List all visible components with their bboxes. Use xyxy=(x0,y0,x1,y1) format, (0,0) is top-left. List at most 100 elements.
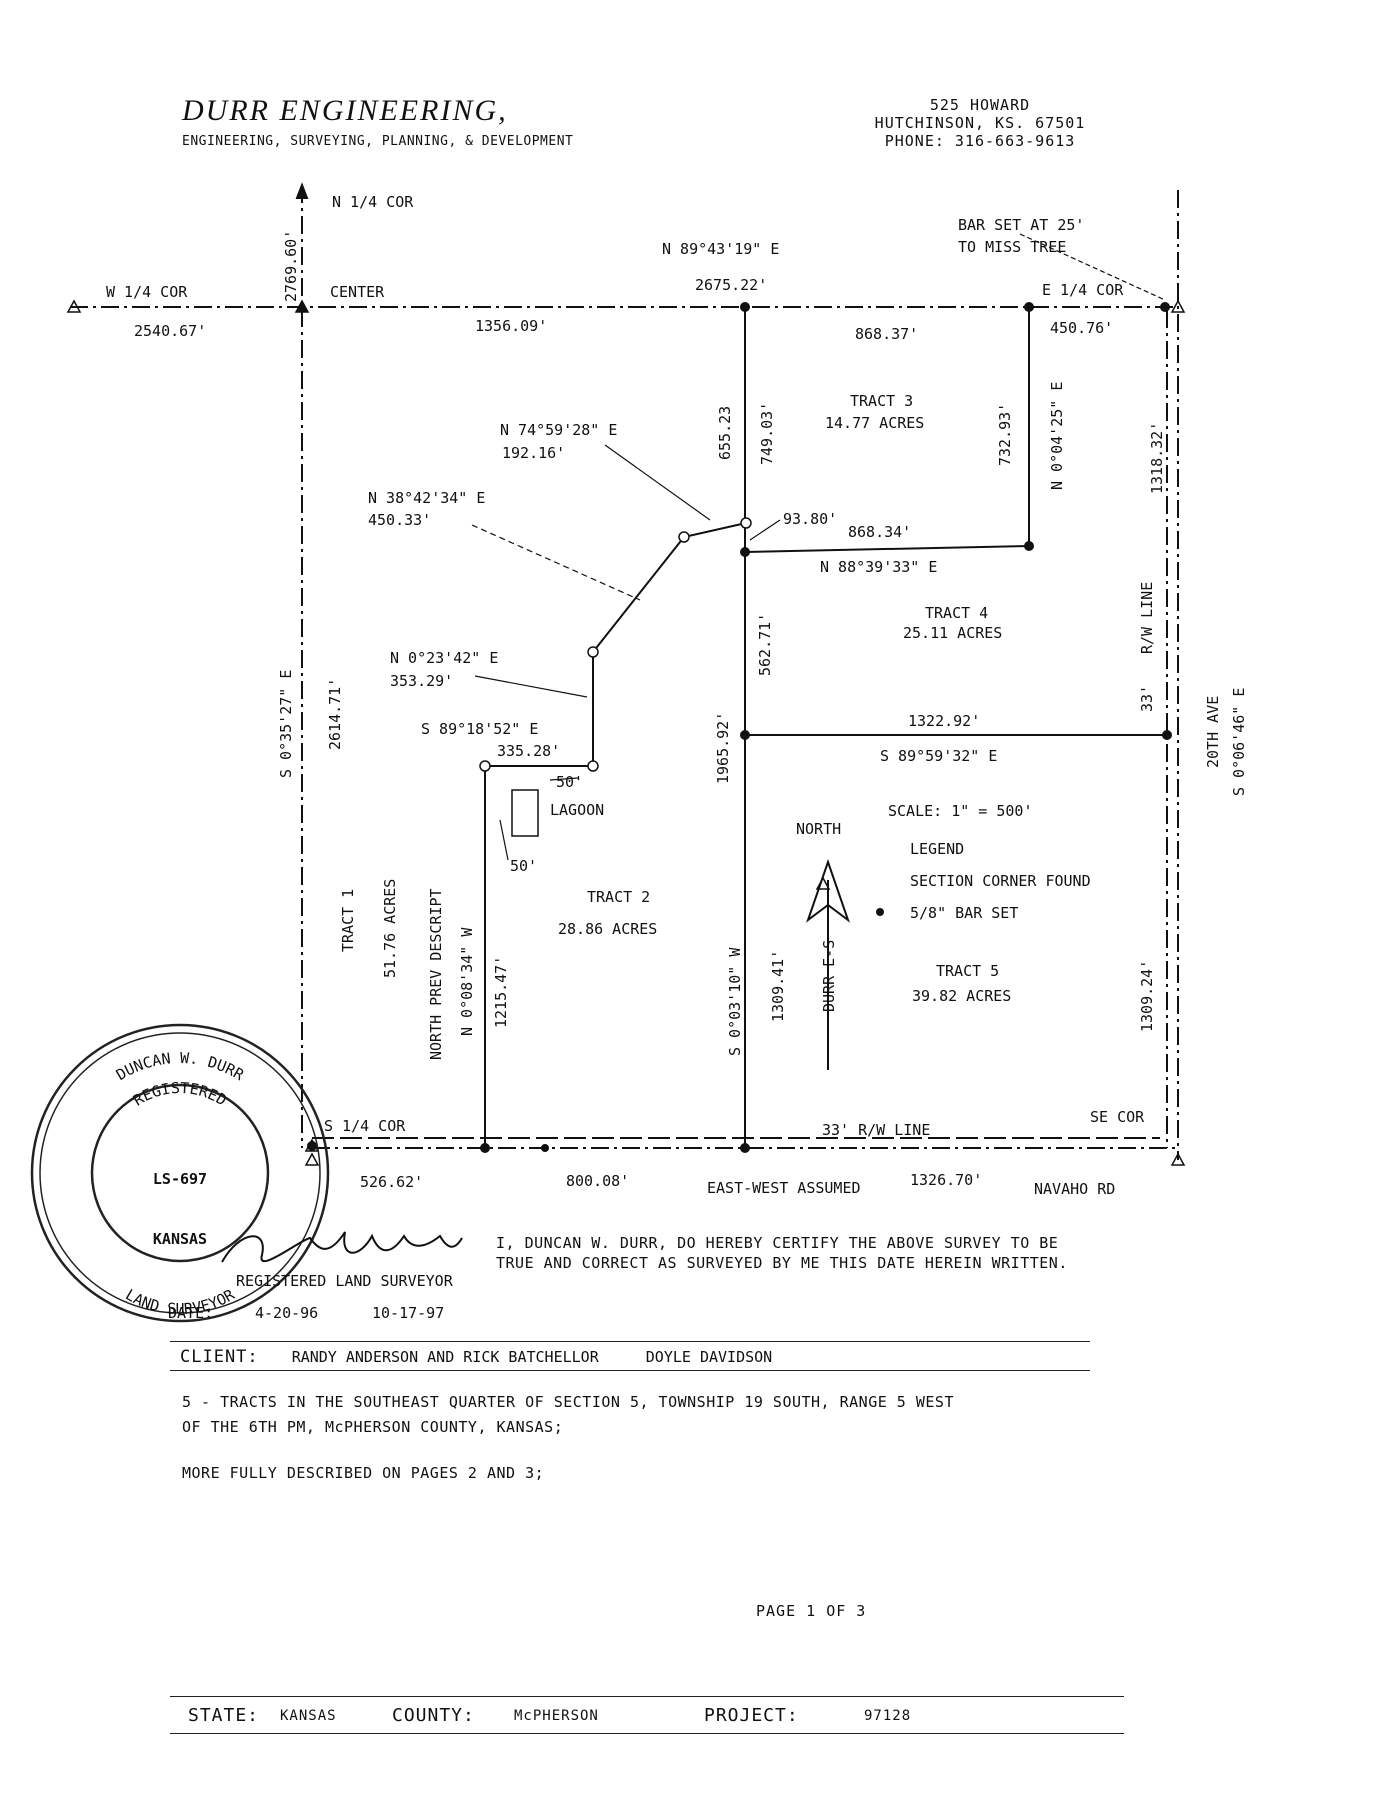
found-pin-icon xyxy=(740,517,752,529)
page-number: PAGE 1 OF 3 xyxy=(756,1602,867,1620)
legend-triangle-icon xyxy=(815,876,831,890)
dist-1322: 1322.92' xyxy=(908,712,980,730)
dist-868-37: 868.37' xyxy=(855,325,918,343)
seal-name: DUNCAN W. DURR xyxy=(113,1049,248,1085)
legal-description-line-2: OF THE 6TH PM, McPHERSON COUNTY, KANSAS; xyxy=(182,1418,564,1436)
address-street: 525 HOWARD xyxy=(929,96,1031,114)
found-pin-icon xyxy=(587,646,599,658)
bearing-0-04: N 0°04'25" E xyxy=(1048,382,1066,490)
lagoon-rect xyxy=(511,789,539,837)
legal-description-line-1: 5 - TRACTS IN THE SOUTHEAST QUARTER OF S… xyxy=(182,1393,954,1411)
dist-93: 93.80' xyxy=(783,510,837,528)
bearing-89-18: S 89°18'52" E xyxy=(421,720,538,738)
bearing-0-08: N 0°08'34" W xyxy=(458,927,476,1036)
footer-state-label: STATE: xyxy=(188,1705,260,1726)
dist-1356: 1356.09' xyxy=(475,317,547,335)
dist-800: 800.08' xyxy=(566,1172,629,1190)
tract3-south-line xyxy=(744,545,1030,553)
footer-project: 97128 xyxy=(864,1708,912,1724)
client-rule-top xyxy=(170,1341,1090,1342)
company-address: 525 HOWARD HUTCHINSON, KS. 67501 PHONE: … xyxy=(850,96,1110,150)
seal-outer-ring xyxy=(30,1023,330,1323)
seal-registered: REGISTERED xyxy=(130,1079,230,1110)
dist-1965: 1965.92' xyxy=(714,712,732,784)
label-tract4: TRACT 4 xyxy=(925,604,988,622)
label-north-prev-descript: NORTH PREV DESCRIPT xyxy=(427,888,445,1060)
legend-triangle-text: SECTION CORNER FOUND xyxy=(910,872,1091,890)
found-pin-icon xyxy=(479,760,491,772)
dist-2675: 2675.22' xyxy=(695,276,767,294)
address-city: HUTCHINSON, KS. 67501 xyxy=(874,114,1086,132)
label-rw-bottom: 33' R/W LINE xyxy=(822,1121,930,1139)
label-rw-line: R/W LINE xyxy=(1138,582,1156,654)
bar-set-icon xyxy=(740,1143,750,1153)
bearing-89-59: S 89°59'32" E xyxy=(880,747,997,765)
label-e-quarter-cor: E 1/4 COR xyxy=(1042,281,1124,299)
label-tract1: TRACT 1 xyxy=(339,889,357,952)
company-name: DURR ENGINEERING, xyxy=(182,94,508,127)
label-tract5: TRACT 5 xyxy=(936,962,999,980)
label-center: CENTER xyxy=(330,283,385,301)
corner-center-icon xyxy=(294,299,310,313)
client-block: CLIENT: RANDY ANDERSON AND RICK BATCHELL… xyxy=(180,1347,772,1367)
dist-2769: 2769.60' xyxy=(282,230,300,302)
label-bar-set-1: BAR SET AT 25' xyxy=(958,216,1084,234)
label-n-quarter-cor: N 1/4 COR xyxy=(332,193,414,211)
legal-description: 5 - TRACTS IN THE SOUTHEAST QUARTER OF S… xyxy=(182,1390,954,1440)
found-pin-icon xyxy=(678,531,690,543)
footer-county-label: COUNTY: xyxy=(392,1705,475,1726)
tract2-boundary xyxy=(484,522,747,1148)
label-tract3-acres: 14.77 ACRES xyxy=(825,414,924,432)
label-north: NORTH xyxy=(796,820,841,838)
label-ew-assumed: EAST-WEST ASSUMED xyxy=(707,1179,861,1197)
label-tract4-acres: 25.11 ACRES xyxy=(903,624,1002,642)
bearing-38: N 38°42'34" E xyxy=(368,489,485,507)
dist-1309-41: 1309.41' xyxy=(769,950,787,1022)
dist-2614: 2614.71' xyxy=(326,678,344,750)
label-legend: LEGEND xyxy=(910,840,964,858)
bearing-0-23: N 0°23'42" E xyxy=(390,649,498,667)
surveyor-signature xyxy=(221,1231,463,1263)
signature-date-1: 4-20-96 xyxy=(255,1304,318,1322)
dist-450-33: 450.33' xyxy=(368,511,431,529)
dist-526: 526.62' xyxy=(360,1173,423,1191)
corner-w-quarter-icon xyxy=(66,299,82,313)
dist-1326: 1326.70' xyxy=(910,1171,982,1189)
label-se-cor: SE COR xyxy=(1090,1108,1145,1126)
bearing-74: N 74°59'28" E xyxy=(500,421,617,439)
bar-set-icon xyxy=(307,1141,317,1151)
label-scale: SCALE: 1" = 500' xyxy=(888,802,1033,820)
bar-set-icon xyxy=(1160,302,1170,312)
seal-inner-ring xyxy=(90,1083,270,1263)
dist-732: 732.93' xyxy=(996,403,1014,466)
label-tract5-acres: 39.82 ACRES xyxy=(912,987,1011,1005)
address-phone: PHONE: 316-663-9613 xyxy=(884,132,1076,150)
bar-set-icon xyxy=(480,1143,490,1153)
legend-dot-icon xyxy=(876,908,884,916)
footer-county: McPHERSON xyxy=(514,1708,599,1724)
label-tract3: TRACT 3 xyxy=(850,392,913,410)
dist-50-b: 50' xyxy=(510,857,537,875)
bar-set-icon xyxy=(1162,730,1172,740)
bearing-west-line: S 0°35'27" E xyxy=(277,670,295,778)
bar-set-icon xyxy=(740,547,750,557)
found-pin-icon xyxy=(587,760,599,772)
dist-450-76: 450.76' xyxy=(1050,319,1113,337)
label-tract2-acres: 28.86 ACRES xyxy=(558,920,657,938)
footer-bar: STATE: KANSAS COUNTY: McPHERSON PROJECT:… xyxy=(170,1696,1124,1734)
dist-562: 562.71' xyxy=(756,613,774,676)
dist-1318: 1318.32' xyxy=(1148,422,1166,494)
footer-state: KANSAS xyxy=(280,1708,337,1724)
more-described: MORE FULLY DESCRIBED ON PAGES 2 AND 3; xyxy=(182,1464,545,1482)
label-durr-es: DURR E-S xyxy=(820,940,838,1012)
footer-project-label: PROJECT: xyxy=(704,1705,799,1726)
label-s-quarter-cor: S 1/4 COR xyxy=(324,1117,406,1135)
label-20th-ave: 20TH AVE xyxy=(1204,696,1222,768)
certification-line-2: TRUE AND CORRECT AS SURVEYED BY ME THIS … xyxy=(496,1254,1068,1272)
signature-title: REGISTERED LAND SURVEYOR xyxy=(236,1272,454,1290)
dist-192: 192.16' xyxy=(502,444,565,462)
signature-date-label: DATE: xyxy=(168,1304,213,1322)
bar-set-icon xyxy=(740,302,750,312)
dist-1215: 1215.47' xyxy=(492,956,510,1028)
